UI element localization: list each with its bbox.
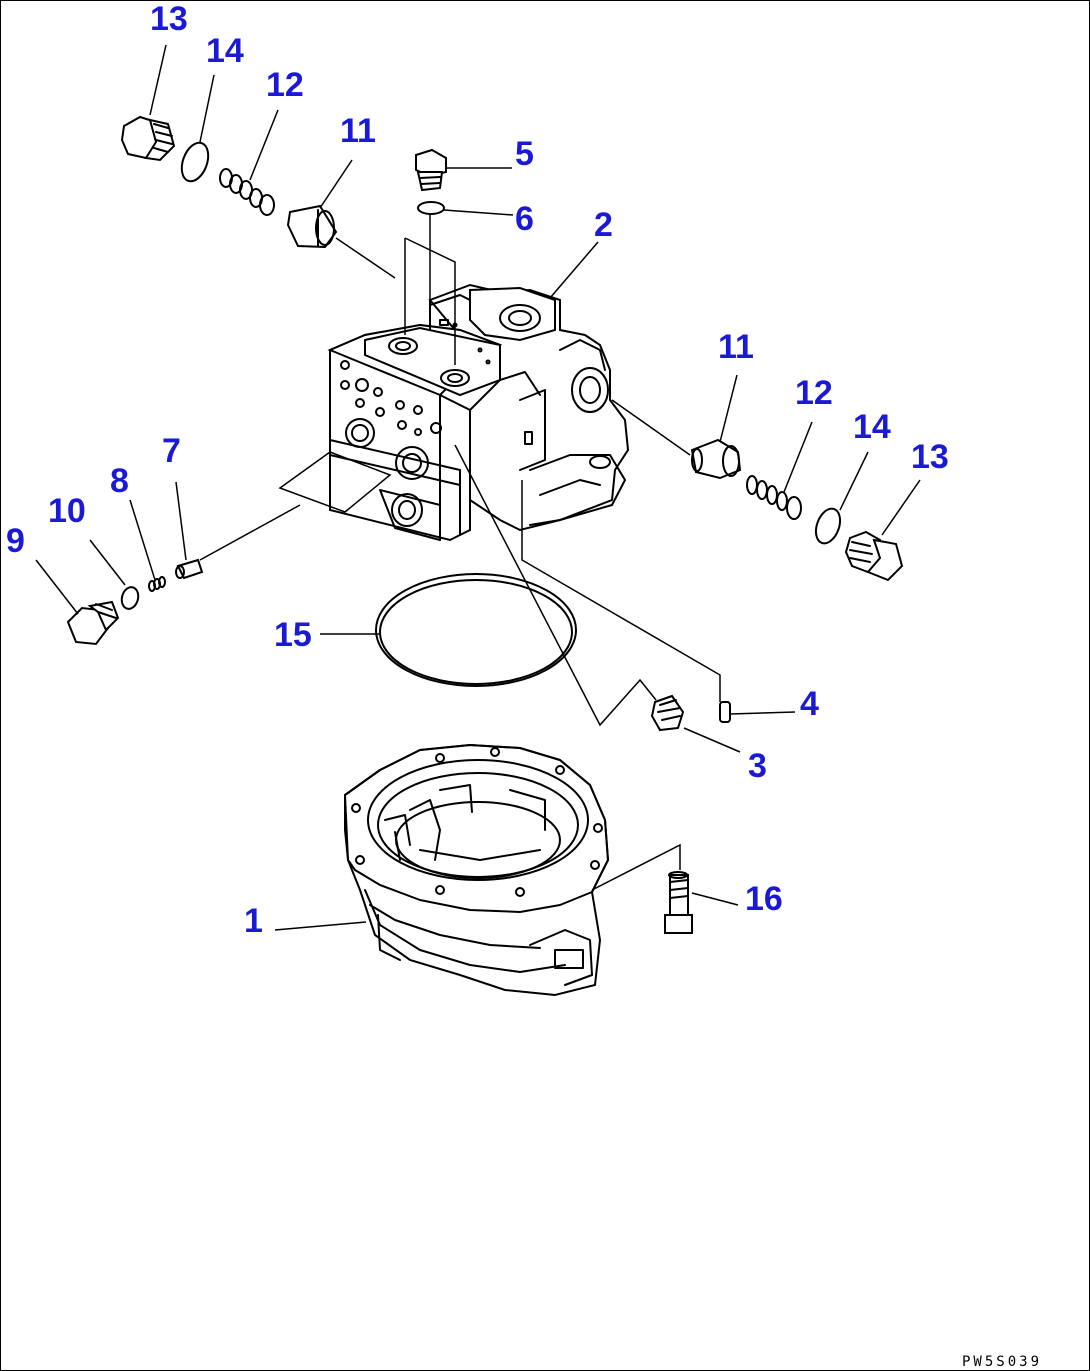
plug-part-3 bbox=[650, 694, 685, 732]
spring-part-12-right bbox=[746, 475, 802, 520]
callout-14-left: 14 bbox=[206, 32, 244, 70]
callout-11-right: 11 bbox=[718, 328, 754, 366]
assembly-lines bbox=[199, 214, 721, 891]
o-ring-part-14-right bbox=[814, 507, 842, 545]
callout-12-right: 12 bbox=[795, 374, 833, 412]
callout-labels: 13 14 12 11 5 6 2 11 12 14 13 7 8 10 9 1… bbox=[6, 0, 949, 940]
plug-part-13-left bbox=[120, 115, 176, 162]
bolt-part-16 bbox=[664, 871, 693, 934]
callout-15: 15 bbox=[274, 616, 312, 654]
pin-part-4 bbox=[719, 701, 731, 723]
housing-part-1 bbox=[344, 743, 610, 997]
callout-1: 1 bbox=[244, 902, 263, 940]
callout-14-right: 14 bbox=[853, 408, 891, 446]
callout-2: 2 bbox=[594, 206, 613, 244]
callout-12-left: 12 bbox=[266, 66, 304, 104]
callout-10: 10 bbox=[48, 492, 86, 530]
callout-13-right: 13 bbox=[911, 438, 949, 476]
poppet-part-7 bbox=[175, 558, 204, 580]
o-ring-part-15 bbox=[375, 573, 577, 687]
callout-4: 4 bbox=[800, 685, 819, 723]
callout-16: 16 bbox=[745, 880, 783, 918]
plug-part-5 bbox=[415, 148, 447, 192]
plug-part-9 bbox=[66, 600, 120, 646]
callout-7: 7 bbox=[162, 432, 181, 470]
callout-3: 3 bbox=[748, 747, 767, 785]
sleeve-part-11-right bbox=[690, 438, 742, 480]
o-ring-part-14-left bbox=[180, 141, 210, 183]
sleeve-part-11-left bbox=[286, 204, 338, 249]
o-ring-part-10 bbox=[120, 586, 140, 610]
callout-8: 8 bbox=[110, 462, 129, 500]
callout-leaders bbox=[35, 44, 921, 931]
spring-part-8 bbox=[148, 576, 166, 592]
callout-11-left: 11 bbox=[340, 112, 376, 150]
spring-part-12-left bbox=[219, 168, 275, 216]
drawing-code: PW5S039 bbox=[962, 1354, 1042, 1370]
callout-13-left: 13 bbox=[150, 0, 188, 38]
valve-body-part-2 bbox=[327, 283, 630, 542]
callout-5: 5 bbox=[515, 135, 534, 173]
callout-9: 9 bbox=[6, 522, 25, 560]
o-ring-part-6 bbox=[417, 201, 445, 215]
callout-6: 6 bbox=[515, 200, 534, 238]
plug-part-13-right bbox=[844, 530, 904, 582]
